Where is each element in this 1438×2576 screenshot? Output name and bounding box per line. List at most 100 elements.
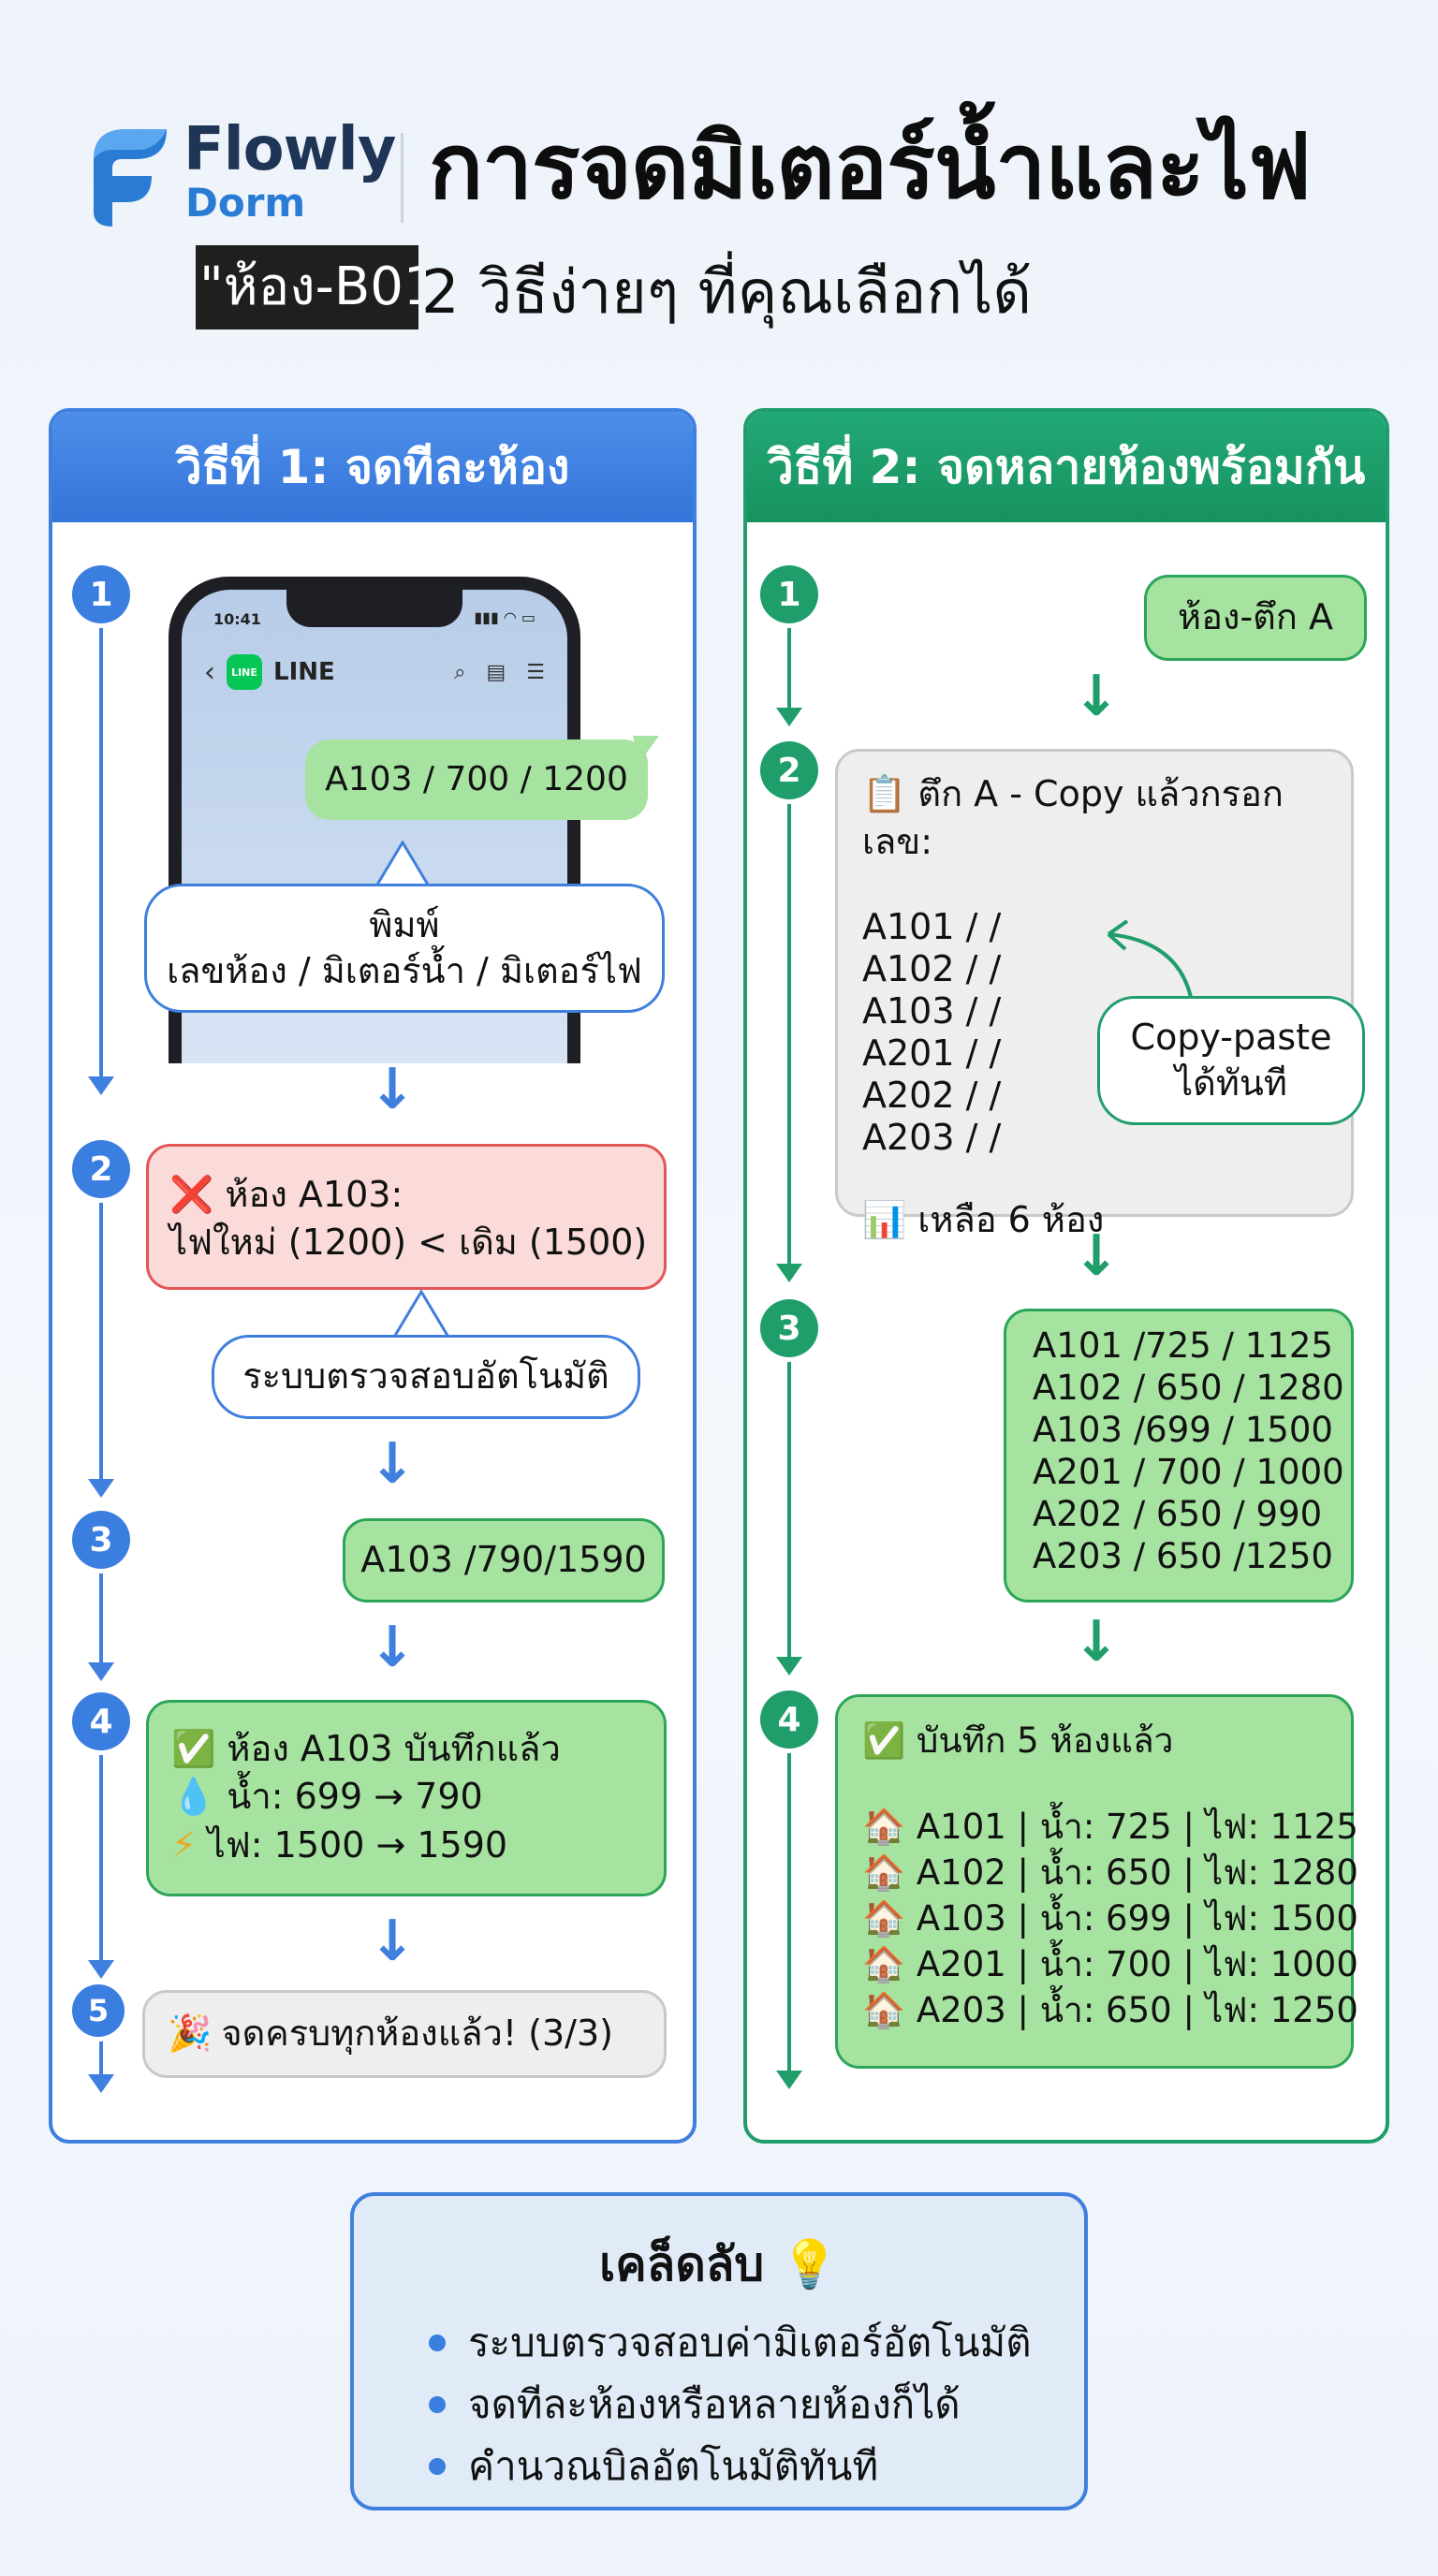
clipboard-icon: 📋 [862,773,907,814]
error-message: ❌ ห้อง A103: ไฟใหม่ (1200) < เดิม (1500) [146,1144,667,1290]
lightbulb-icon: 💡 [780,2237,839,2291]
timeline-line [787,1749,791,2074]
timeline-line [99,595,103,1082]
timeline-arrow-icon [88,1076,114,1095]
down-arrow-icon: ↓ [369,1057,417,1122]
down-arrow-icon: ↓ [369,1615,417,1680]
error-line: ห้อง A103: [225,1174,404,1215]
error-icon: ❌ [169,1174,214,1215]
callout-tail-icon [393,1290,449,1339]
down-arrow-icon: ↓ [369,1909,417,1974]
header-divider [401,133,404,223]
result-row: A101 | น้ำ: 725 | ไฟ: 1125 [916,1806,1358,1847]
step-badge: 3 [72,1511,130,1569]
template-header: ตึก A - Copy แล้วกรอกเลข: [862,773,1284,863]
step-badge: 5 [72,1984,125,2037]
remaining-count: เหลือ 6 ห้อง [917,1198,1105,1240]
timeline-line [787,798,791,1266]
step-badge: 3 [760,1299,818,1357]
result-header: บันทึก 5 ห้องแล้ว [916,1720,1174,1761]
chart-icon: 📊 [862,1198,907,1240]
search-icon[interactable]: ⌕ [454,660,466,684]
step-badge: 4 [72,1692,130,1750]
tips-title-text: เคล็ดลับ [599,2237,765,2291]
template-row: A102 / / [862,947,1002,989]
notes-icon[interactable]: ▤ [486,660,506,684]
callout-line: พิมพ์ [369,903,440,945]
back-icon[interactable]: ‹ [204,655,215,689]
timeline-arrow-icon [776,1264,802,1282]
template-row: A101 / / [862,905,1002,947]
brand-name: Flowly [183,115,396,184]
input-format-callout: พิมพ์ เลขห้อง / มิเตอร์น้ำ / มิเตอร์ไฟ [144,884,665,1013]
tip-item: ระบบตรวจสอบค่ามิเตอร์อัตโนมัติ [429,2312,1032,2374]
template-row: A201 / / [862,1032,1002,1074]
chat-message: A103 / 700 / 1200 [305,739,648,820]
menu-icon[interactable]: ☰ [526,660,545,684]
check-icon: ✅ [862,1720,906,1761]
house-icon: 🏠 [862,1989,906,2030]
tip-text: ระบบตรวจสอบค่ามิเตอร์อัตโนมัติ [468,2320,1032,2365]
line-chat-header: ‹ LINE LINE ⌕ ▤ ☰ [182,646,567,698]
success-line: ห้อง A103 บันทึกแล้ว [227,1728,561,1769]
timeline-line [99,2037,103,2078]
template-row: A202 / / [862,1074,1002,1116]
template-row: A103 / / [862,989,1002,1032]
tip-item: จดทีละห้องหรือหลายห้องก็ได้ [429,2374,961,2436]
auto-check-callout: ระบบตรวจสอบอัตโนมัติ [212,1335,640,1419]
step-badge: 4 [760,1690,818,1749]
reading-row: A101 /725 / 1125 [1033,1325,1333,1366]
error-line: ไฟใหม่ (1200) < เดิม (1500) [169,1222,648,1264]
timeline-arrow-icon [88,1960,114,1979]
down-arrow-icon: ↓ [369,1431,417,1497]
bullet-icon [429,2334,446,2351]
bullet-icon [429,2396,446,2413]
line-chat-title: LINE [273,658,335,686]
filled-readings-message: A101 /725 / 1125 A102 / 650 / 1280 A103 … [1004,1309,1354,1603]
result-row: A203 | น้ำ: 650 | ไฟ: 1250 [916,1989,1358,2030]
tip-item: คำนวณบิลอัตโนมัติทันที [429,2436,878,2497]
timeline-arrow-icon [88,2074,114,2093]
saved-result-message: ✅ บันทึก 5 ห้องแล้ว 🏠 A101 | น้ำ: 725 | … [835,1694,1358,2069]
step-badge: 2 [72,1140,130,1198]
bubble-tail-icon [633,736,659,764]
house-icon: 🏠 [862,1806,906,1847]
tip-text: คำนวณบิลอัตโนมัติทันที [468,2443,879,2489]
method2-title: วิธีที่ 2: จดหลายห้องพร้อมกัน [747,412,1386,522]
party-icon: 🎉 [168,2012,213,2055]
timeline-arrow-icon [776,1657,802,1676]
callout-tail-icon [374,841,431,889]
completion-text: จดครบทุกห้องแล้ว! (3/3) [221,2012,613,2055]
timeline-arrow-icon [776,2071,802,2089]
reading-row: A102 / 650 / 1280 [1033,1368,1344,1408]
step-badge: 1 [72,565,130,623]
callout-line: Copy-paste [1130,1016,1332,1058]
down-arrow-icon: ↓ [1073,1609,1121,1675]
callout-line: เลขห้อง / มิเตอร์น้ำ / มิเตอร์ไฟ [167,950,642,991]
tips-box: เคล็ดลับ 💡 ระบบตรวจสอบค่ามิเตอร์อัตโนมัต… [350,2192,1088,2510]
tip-text: จดทีละห้องหรือหลายห้องก็ได้ [468,2381,961,2427]
chat-message: A103 /790/1590 [343,1518,665,1603]
timeline-line [99,1170,103,1481]
brand-subtitle: Dorm [185,180,306,226]
timeline-arrow-icon [88,1662,114,1681]
reading-row: A103 /699 / 1500 [1033,1410,1333,1450]
status-time: 10:41 [213,610,261,628]
bullet-icon [429,2458,446,2475]
success-message: ✅ ห้อง A103 บันทึกแล้ว 💧 น้ำ: 699 → 790 … [146,1700,667,1896]
step-badge: 1 [760,565,818,623]
power-reading: ไฟ: 1500 → 1590 [207,1823,508,1866]
result-row: A102 | น้ำ: 650 | ไฟ: 1280 [916,1852,1358,1893]
timeline-line [787,618,791,711]
timeline-line [99,1541,103,1666]
house-icon: 🏠 [862,1852,906,1893]
lightning-icon: ⚡ [171,1823,197,1866]
down-arrow-icon: ↓ [1073,664,1121,729]
timeline-arrow-icon [776,708,802,726]
result-row: A201 | น้ำ: 700 | ไฟ: 1000 [916,1943,1358,1984]
curved-arrow-icon [1107,919,1195,1008]
copy-paste-callout: Copy-paste ได้ทันที [1097,996,1365,1125]
tips-title: เคล็ดลับ 💡 [354,2228,1084,2302]
flowly-logo-icon [94,129,167,227]
water-drop-icon: 💧 [171,1776,216,1818]
